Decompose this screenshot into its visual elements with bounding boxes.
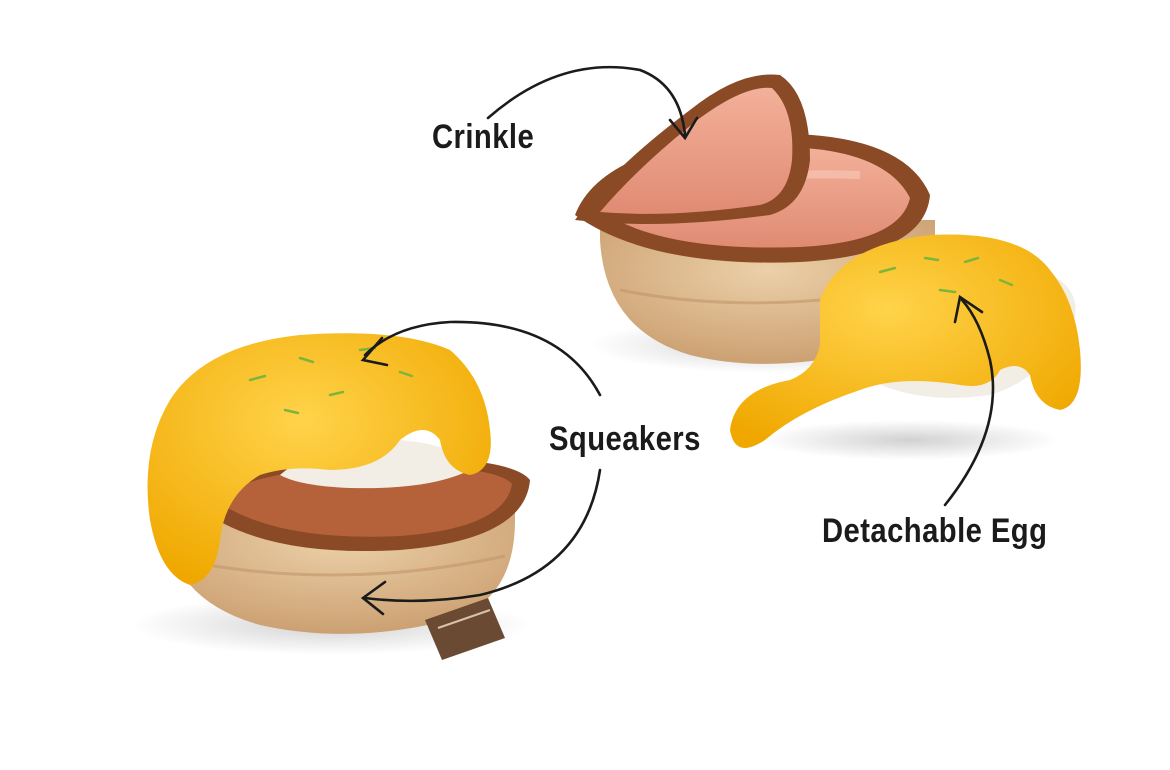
eggs-benedict-toy bbox=[130, 333, 530, 660]
squeaker-arrow-bottom bbox=[363, 468, 602, 603]
squeakers-label: Squeakers bbox=[549, 420, 701, 458]
crinkle-label: Crinkle bbox=[432, 118, 535, 156]
brand-tag-icon bbox=[425, 598, 505, 660]
egg-yolk-left bbox=[147, 333, 491, 585]
egg-arrowhead bbox=[953, 294, 984, 324]
detachable-egg-label: Detachable Egg bbox=[822, 512, 1048, 550]
callout-arrows bbox=[360, 65, 995, 616]
crinkle-arrow bbox=[486, 65, 687, 137]
egg-yolk bbox=[730, 234, 1081, 448]
crinkle-arrowhead bbox=[668, 116, 699, 141]
detachable-egg-toy bbox=[730, 234, 1081, 460]
squeaker-arrowhead-top bbox=[360, 336, 389, 367]
egg-arrow bbox=[943, 298, 995, 507]
squeaker-arrowhead-bottom bbox=[360, 580, 387, 616]
squeaker-arrow-top bbox=[363, 320, 602, 397]
